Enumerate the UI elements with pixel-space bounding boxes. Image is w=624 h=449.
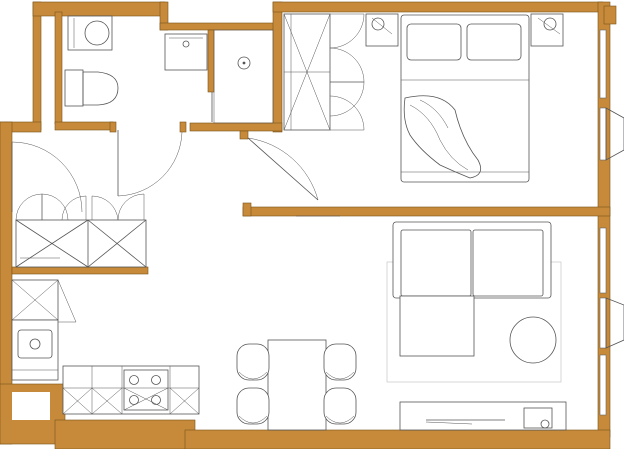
sofa-icon: [392, 221, 552, 357]
dining-table-icon: [267, 339, 327, 431]
kitchen-sink-icon: [11, 319, 59, 381]
wall-voids: [12, 392, 50, 420]
windows: [599, 29, 624, 416]
bathroom: [64, 15, 274, 197]
tv-stand-icon: [399, 401, 567, 431]
round-table-icon: [509, 316, 557, 364]
washing-machine-icon: [67, 15, 113, 51]
wardrobe-icon: [283, 13, 365, 131]
shower-drain-icon: [211, 29, 274, 124]
bathroom-door-icon: [117, 130, 183, 197]
sink-icon: [164, 33, 208, 71]
nightstand-icon: [365, 13, 564, 47]
kitchen-counter-icon: [62, 365, 200, 415]
dining-chair-icon: [236, 343, 357, 425]
kitchen: [11, 279, 200, 415]
hallway: [11, 141, 147, 268]
entrance-door-icon: [11, 141, 83, 213]
fridge-icon: [11, 279, 77, 323]
bedroom: [247, 13, 564, 217]
living-room: [236, 221, 567, 431]
double-bed-icon: [400, 14, 530, 183]
bedroom-door-icon: [247, 137, 319, 201]
cooktop-icon: [123, 369, 169, 411]
toilet-icon: [64, 69, 119, 107]
wardrobe-icon: [15, 193, 147, 268]
